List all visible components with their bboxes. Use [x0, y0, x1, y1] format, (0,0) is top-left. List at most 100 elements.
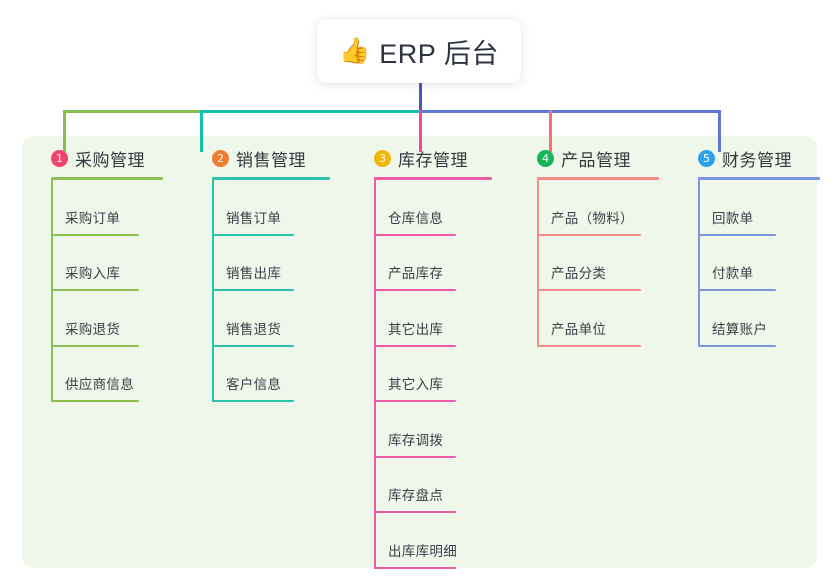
leaf-item-rule: [537, 344, 641, 347]
leaf-item-label: 库存调拨: [388, 432, 444, 448]
branch-badge-1: 1: [51, 149, 68, 167]
bar-segment-left: [63, 110, 203, 113]
leaf-item-label: 销售订单: [226, 210, 282, 226]
leaf-item-label: 客户信息: [226, 377, 282, 392]
branch-header-1[interactable]: 1 采购管理: [34, 146, 184, 170]
branch-item-list-4: 产品（物料） 产品分类产品单位: [520, 180, 675, 347]
leaf-item[interactable]: 采购订单: [34, 180, 184, 236]
leaf-item[interactable]: 回款单: [681, 180, 821, 236]
leaf-item-label: 产品库存: [388, 266, 444, 281]
branch-header-4[interactable]: 4 产品管理: [520, 146, 675, 170]
leaf-item-label: 其它入库: [388, 377, 444, 392]
leaf-item[interactable]: 销售订单: [195, 180, 345, 236]
drop-line-5: [718, 110, 721, 152]
branch-title-1: 采购管理: [75, 150, 145, 170]
leaf-item-rule: [212, 344, 294, 347]
leaf-item-rule: [51, 233, 139, 236]
leaf-item[interactable]: 供应商信息: [34, 347, 184, 402]
leaf-item-rule: [374, 400, 456, 402]
leaf-item-label: 仓库信息: [388, 210, 444, 226]
leaf-item-label: 产品分类: [551, 266, 607, 281]
branch-item-list-5: 回款单付款单结算账户: [681, 180, 821, 347]
leaf-item[interactable]: 销售出库: [195, 236, 345, 291]
branch-spine-4: [537, 180, 539, 347]
drop-line-2: [200, 110, 203, 152]
leaf-item-rule: [698, 344, 776, 347]
branch-header-rule-2: [212, 177, 330, 180]
bar-segment-mid: [200, 110, 422, 113]
leaf-item-rule: [212, 289, 294, 291]
branch-spine-3: [374, 180, 376, 569]
drop-line-4: [549, 110, 552, 152]
leaf-item[interactable]: 采购退货: [34, 291, 184, 347]
leaf-item-label: 供应商信息: [65, 377, 134, 392]
branch-spine-5: [698, 180, 700, 347]
leaf-item[interactable]: 其它入库: [357, 347, 507, 402]
leaf-item-rule: [698, 289, 776, 291]
leaf-item-label: 付款单: [712, 266, 754, 281]
branch-title-4: 产品管理: [561, 150, 631, 170]
leaf-item-label: 销售出库: [226, 266, 282, 281]
leaf-item-rule: [698, 233, 776, 236]
leaf-item[interactable]: 结算账户: [681, 291, 821, 347]
leaf-item[interactable]: 库存盘点: [357, 458, 507, 513]
thumbs-up-icon: 👍: [339, 36, 371, 65]
leaf-item-label: 产品（物料）: [551, 210, 634, 226]
leaf-item-rule: [212, 400, 294, 402]
leaf-item[interactable]: 销售退货: [195, 291, 345, 347]
branch-column-1: 1 采购管理采购订单采购入库采购退货供应商信息: [34, 146, 184, 402]
leaf-item[interactable]: 客户信息: [195, 347, 345, 402]
branch-title-5: 财务管理: [722, 150, 792, 170]
leaf-item-rule: [374, 344, 456, 347]
leaf-item-rule: [51, 400, 139, 402]
branch-spine-1: [51, 180, 53, 402]
leaf-item-label: 销售退货: [226, 321, 282, 337]
leaf-item-rule: [374, 455, 456, 458]
branch-badge-3: 3: [374, 149, 391, 167]
leaf-item-rule: [51, 289, 139, 291]
leaf-item-label: 其它出库: [388, 321, 444, 337]
leaf-item-rule: [537, 289, 641, 291]
leaf-item-rule: [374, 289, 456, 291]
branch-column-4: 4 产品管理产品（物料） 产品分类产品单位: [520, 146, 675, 347]
leaf-item-label: 采购退货: [65, 321, 121, 337]
leaf-item-rule: [374, 233, 456, 236]
branch-header-5[interactable]: 5 财务管理: [681, 146, 821, 170]
leaf-item-rule: [537, 233, 641, 236]
leaf-item[interactable]: 产品库存: [357, 236, 507, 291]
bar-segment-right: [419, 110, 721, 113]
branch-column-5: 5 财务管理回款单付款单结算账户: [681, 146, 821, 347]
leaf-item[interactable]: 产品分类: [520, 236, 675, 291]
leaf-item[interactable]: 采购入库: [34, 236, 184, 291]
leaf-item-rule: [374, 511, 456, 513]
branch-header-rule-5: [698, 177, 820, 180]
leaf-item[interactable]: 产品（物料）: [520, 180, 675, 236]
leaf-item[interactable]: 其它出库: [357, 291, 507, 347]
branch-spine-2: [212, 180, 214, 402]
leaf-item[interactable]: 库存调拨: [357, 402, 507, 458]
leaf-item-label: 出库库明细: [388, 543, 457, 559]
leaf-item-label: 库存盘点: [388, 488, 444, 503]
branch-badge-4: 4: [537, 149, 554, 167]
leaf-item[interactable]: 出库库明细: [357, 513, 507, 569]
leaf-item-rule: [51, 344, 139, 347]
root-title: ERP 后台: [379, 38, 499, 69]
leaf-item-label: 采购入库: [65, 266, 121, 281]
leaf-item-rule: [212, 233, 294, 236]
root-node[interactable]: 👍 ERP 后台: [317, 19, 521, 83]
leaf-item-label: 回款单: [712, 210, 754, 226]
leaf-item[interactable]: 产品单位: [520, 291, 675, 347]
branch-header-rule-1: [51, 177, 163, 180]
drop-line-3: [419, 110, 422, 152]
branch-header-2[interactable]: 2 销售管理: [195, 146, 345, 170]
leaf-item[interactable]: 付款单: [681, 236, 821, 291]
branch-title-2: 销售管理: [236, 150, 306, 170]
leaf-item[interactable]: 仓库信息: [357, 180, 507, 236]
leaf-item-label: 产品单位: [551, 321, 607, 337]
branch-badge-2: 2: [212, 149, 229, 167]
branch-badge-5: 5: [698, 149, 715, 167]
drop-line-1: [63, 110, 66, 152]
